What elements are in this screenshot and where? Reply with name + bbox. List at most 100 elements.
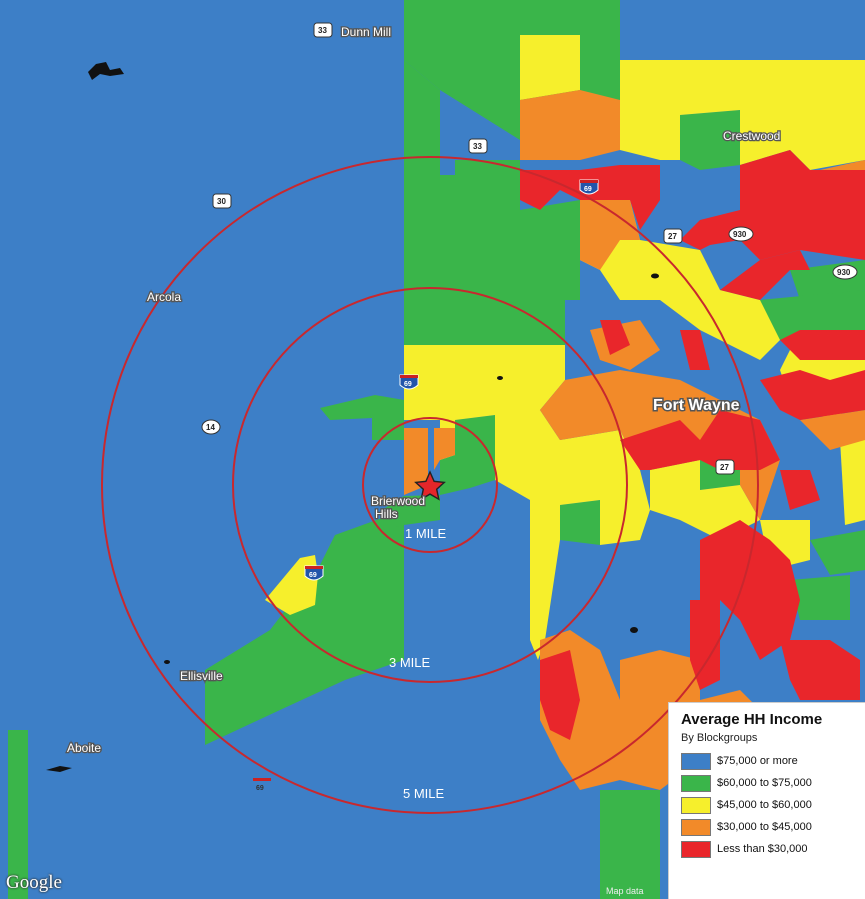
legend-swatch	[681, 818, 711, 836]
svg-text:930: 930	[733, 230, 747, 239]
svg-text:27: 27	[720, 463, 729, 472]
ring-5-mile	[101, 156, 759, 814]
ring-1-mile	[362, 417, 498, 553]
lake-center	[497, 376, 503, 380]
region-orange-east-a	[580, 200, 640, 270]
region-red-east-ring	[720, 250, 810, 300]
region-green-east-d	[560, 500, 600, 545]
radius-rings	[101, 156, 759, 814]
region-red-mid	[780, 470, 820, 510]
region-yellow-south-corridor	[495, 410, 560, 660]
region-orange-east-strip	[800, 410, 865, 450]
place-label-aboite: Aboite	[67, 741, 101, 755]
legend-item: Less than $30,000	[681, 838, 855, 860]
legend-item: $45,000 to $60,000	[681, 794, 855, 816]
shield-us-33-mid: 33	[468, 138, 488, 154]
region-orange-north-a	[520, 90, 620, 160]
ring-3-mile	[232, 287, 628, 683]
region-green-east-f	[790, 575, 850, 620]
legend-item-label: $30,000 to $45,000	[717, 821, 812, 833]
legend-title: Average HH Income	[681, 711, 823, 728]
region-green-far-southwest	[8, 730, 28, 899]
region-red-south-corridor	[690, 600, 720, 690]
lake-ellisville	[164, 660, 170, 664]
shield-interstate-69-mid: 69	[399, 374, 419, 390]
legend-list: $75,000 or more $60,000 to $75,000 $45,000…	[681, 750, 855, 860]
legend-item: $60,000 to $75,000	[681, 772, 855, 794]
shield-us-27-b: 27	[715, 459, 735, 475]
region-red-south-far	[780, 640, 860, 700]
legend-swatch	[681, 752, 711, 770]
region-green-southwest-block	[205, 510, 404, 745]
region-green-east-c	[760, 290, 865, 340]
region-yellow-northeast	[620, 60, 865, 170]
legend-item-label: $45,000 to $60,000	[717, 799, 812, 811]
svg-text:69: 69	[404, 381, 412, 388]
region-green-center-band	[455, 160, 580, 345]
ring-label-5-mile: 5 MILE	[403, 786, 445, 801]
shield-interstate-69-bottom: 69	[253, 778, 271, 792]
region-red-east-spot	[600, 320, 630, 355]
region-red-fw-east	[760, 370, 865, 420]
lake-aboite	[46, 766, 72, 772]
shield-route-930-b: 930	[832, 264, 858, 280]
place-label-brierwood: Brierwood	[371, 494, 425, 508]
region-yellow-far-east-b	[840, 440, 865, 525]
region-orange-star-mid	[434, 428, 455, 470]
shield-interstate-69-top: 69	[579, 179, 599, 195]
legend-item: $75,000 or more	[681, 750, 855, 772]
ring-label-3-mile: 3 MILE	[389, 655, 431, 670]
region-red-fw-core	[620, 410, 780, 470]
shield-us-33-top: 33	[313, 22, 333, 38]
place-label-crestwood: Crestwood	[723, 129, 780, 143]
legend-swatch	[681, 774, 711, 792]
svg-text:33: 33	[318, 26, 327, 35]
svg-text:69: 69	[584, 186, 592, 193]
shield-state-14: 14	[201, 419, 221, 435]
svg-text:14: 14	[206, 423, 215, 432]
region-green-southeast-strip	[600, 790, 660, 899]
legend-item: $30,000 to $45,000	[681, 816, 855, 838]
region-green-east-e	[810, 530, 865, 575]
place-label-arcola: Arcola	[147, 290, 181, 304]
legend-item-label: $60,000 to $75,000	[717, 777, 812, 789]
map-data-link[interactable]: Map data	[606, 886, 644, 896]
legend-subtitle: By Blockgroups	[681, 732, 758, 744]
lake-northwest	[88, 62, 124, 80]
svg-text:30: 30	[217, 197, 226, 206]
legend-swatch	[681, 840, 711, 858]
svg-text:69: 69	[309, 572, 317, 579]
legend-item-label: $75,000 or more	[717, 755, 798, 767]
region-red-south-east	[700, 520, 800, 660]
place-label-dunn-mill: Dunn Mill	[341, 25, 391, 39]
legend-panel: Average HH Income By Blockgroups $75,000…	[668, 702, 865, 899]
region-group-green	[8, 0, 865, 899]
region-yellow-east-large	[560, 430, 650, 545]
region-green-star-east	[440, 415, 495, 495]
lake-southeast	[630, 627, 638, 633]
region-red-south-low	[540, 650, 580, 740]
region-orange-star-west	[404, 428, 428, 495]
region-green-north-strip	[404, 60, 455, 345]
shield-us-30: 30	[212, 193, 232, 209]
region-red-center-east	[680, 330, 710, 370]
place-label-ellisville: Ellisville	[180, 669, 223, 683]
legend-swatch	[681, 796, 711, 814]
region-yellow-north-a	[520, 35, 580, 100]
shield-interstate-69-low: 69	[304, 565, 324, 581]
site-star-icon[interactable]	[414, 470, 446, 501]
svg-text:33: 33	[473, 142, 482, 151]
google-logo: Google	[6, 872, 62, 893]
region-red-northeast	[680, 150, 865, 260]
lake-east-a	[651, 273, 659, 279]
svg-text:69: 69	[256, 785, 264, 792]
legend-item-label: Less than $30,000	[717, 843, 808, 855]
region-green-brierwood	[382, 495, 440, 530]
region-red-east-band	[780, 330, 865, 360]
region-yellow-mid-east	[650, 460, 760, 540]
region-green-east-a	[680, 110, 740, 170]
ring-label-1-mile: 1 MILE	[405, 526, 447, 541]
shield-us-27-a: 27	[663, 228, 683, 244]
